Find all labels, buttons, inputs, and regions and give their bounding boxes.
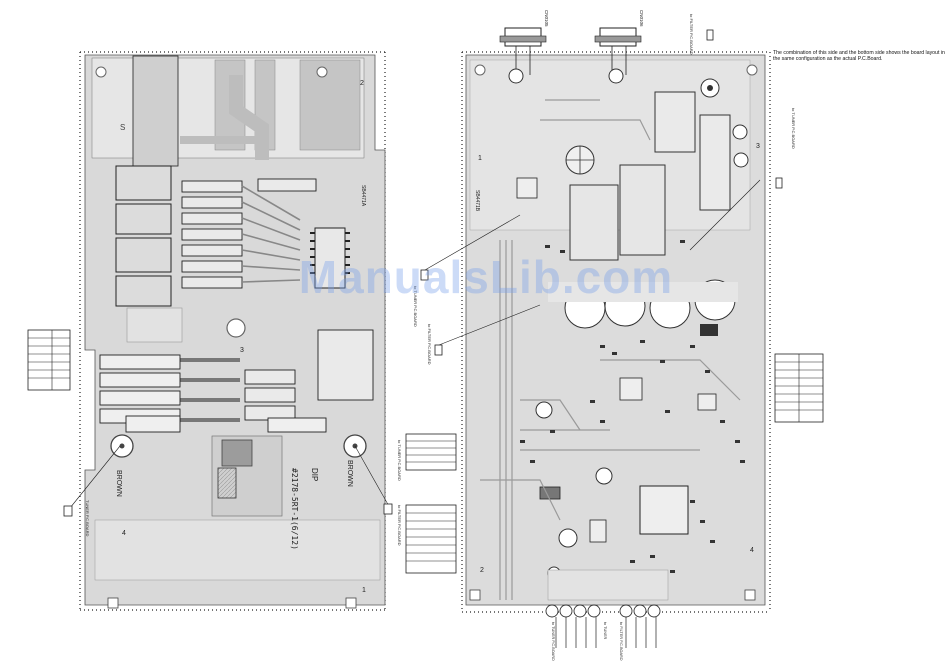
label-board-code-left: SB4471A [360, 185, 366, 207]
label-dip: DIP [310, 468, 319, 481]
corner-label-2: 2 [360, 80, 364, 87]
right-left-lead-label-2: to FILTER P.C.BOARD [427, 324, 432, 365]
connector-icon [405, 433, 457, 574]
right-corner-label-2: 2 [480, 567, 484, 574]
bottom-lead-label-3: to TUNER [603, 622, 607, 639]
layout-note: The combination of this side and the bot… [773, 50, 945, 62]
connector-icon [499, 27, 642, 47]
connector-icon [774, 353, 824, 423]
right-left-lead-label-1: to TUNER P.C.BOARD [413, 286, 418, 327]
top-connector-label-2: CN0106 [639, 10, 644, 27]
right-pcb-board: CN0105 CN0106 [461, 10, 771, 618]
corner-label-s: S [120, 123, 125, 132]
relay-icon [115, 165, 172, 307]
ic-chip-icon [516, 177, 718, 543]
right-corner-label-3: 3 [756, 143, 760, 150]
label-board-code-right: SB4471B [474, 190, 480, 212]
label-brown-left: BROWN [115, 470, 122, 497]
label-part-number: #2178-5RT-1(6/12) [290, 468, 299, 550]
connector-icon [27, 329, 71, 391]
bottom-lead-label-1: to TUNER P.C.BOARD [551, 622, 555, 661]
right-corner-label-1: 1 [478, 155, 482, 162]
middle-lead-label-2: to FILTER P.C.BOARD [397, 505, 402, 546]
left-lead-label: TUNER P.C.BOARD [85, 500, 90, 536]
mounting-hole-icon [226, 318, 246, 338]
corner-label-4: 4 [122, 530, 126, 537]
bottom-lead-label-2: to FILTER P.C.BOARD [619, 622, 623, 661]
corner-label-1: 1 [362, 587, 366, 594]
top-connector-label-1: CN0105 [544, 10, 549, 27]
label-brown-right: BROWN [346, 460, 353, 487]
right-lead-label: to TUNER P.C.BOARD [791, 108, 796, 149]
middle-lead-label-1: to TUNER P.C.BOARD [397, 440, 402, 481]
transformer-icon [569, 91, 731, 261]
corner-label-3: 3 [240, 347, 244, 354]
right-corner-label-4: 4 [750, 547, 754, 554]
left-pcb-board: BROWN BROWN DIP #2178-5RT-1(6/12) SB4471… [79, 51, 386, 611]
top-lead-label: to FILTER P.C.BOARD [689, 14, 694, 55]
